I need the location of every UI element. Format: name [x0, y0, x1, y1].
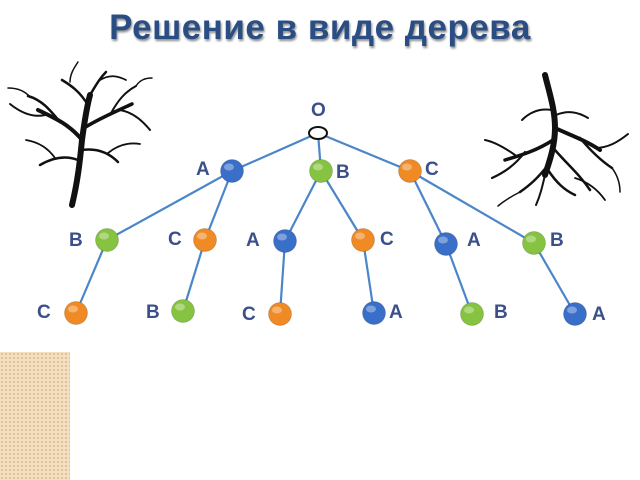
tree-node-l2-5	[522, 231, 546, 255]
tree-label-l2-3: C	[380, 229, 394, 250]
tree-node-l3-2	[268, 302, 292, 326]
tree-nodes	[64, 126, 587, 326]
tree-root-label: O	[311, 100, 326, 121]
tree-node-l3-4	[460, 302, 484, 326]
tree-label-l3-0: C	[37, 302, 51, 323]
upside-down-tree-icon	[484, 72, 629, 207]
tree-node-l3-5	[563, 302, 587, 326]
tree-node-l1-0	[220, 159, 244, 183]
tree-label-l2-1: C	[168, 229, 182, 250]
edge-root-to-l1-0	[231, 131, 319, 173]
tree-label-l2-5: B	[550, 230, 564, 251]
tree-node-l2-1	[193, 228, 217, 252]
tree-label-l1-1: B	[336, 162, 350, 183]
tree-node-l2-4	[434, 232, 458, 256]
tree-node-l2-3	[351, 228, 375, 252]
tree-node-l3-3	[362, 301, 386, 325]
tree-node-l3-0	[64, 301, 88, 325]
slide-title: Решение в виде дерева	[109, 8, 531, 47]
tree-root-node	[308, 126, 328, 140]
decorative-corner-block	[0, 352, 70, 480]
edge-l2-to-l3-0	[74, 239, 109, 314]
tree-label-l3-4: B	[494, 302, 508, 323]
edge-l1-to-l2-2	[284, 170, 322, 242]
tree-node-l1-1	[309, 159, 333, 183]
edge-root-to-l1-2	[317, 131, 411, 173]
edge-l2-to-l3-4	[444, 243, 474, 315]
tree-label-l2-0: B	[69, 230, 83, 251]
edge-l1-to-l2-4	[409, 170, 447, 245]
tree-label-l3-2: C	[242, 304, 256, 325]
tree-node-l2-2	[273, 229, 297, 253]
tree-label-l2-4: A	[467, 230, 481, 251]
edge-l1-to-l2-0	[106, 170, 233, 241]
tree-label-l3-1: B	[146, 302, 160, 323]
tree-label-l1-0: A	[196, 159, 210, 180]
edge-l1-to-l2-3	[320, 170, 364, 241]
edge-l2-to-l3-2	[278, 240, 287, 315]
edge-l1-to-l2-5	[409, 170, 535, 244]
tree-label-l2-2: A	[246, 230, 260, 251]
edge-l2-to-l3-1	[181, 239, 207, 312]
tree-label-l1-2: C	[425, 159, 439, 180]
tree-labels: O A B C B C A C A B C B C A B A	[37, 100, 606, 325]
tree-node-l1-2	[398, 159, 422, 183]
edge-l2-to-l3-3	[361, 239, 376, 314]
tree-edges	[74, 131, 576, 315]
tree-node-l3-1	[171, 299, 195, 323]
tree-label-l3-5: A	[592, 304, 606, 325]
tree-label-l3-3: A	[389, 302, 403, 323]
tree-node-l2-0	[95, 228, 119, 252]
edge-l1-to-l2-1	[203, 170, 234, 241]
bare-tree-icon	[7, 61, 153, 208]
edge-l2-to-l3-5	[533, 242, 576, 315]
